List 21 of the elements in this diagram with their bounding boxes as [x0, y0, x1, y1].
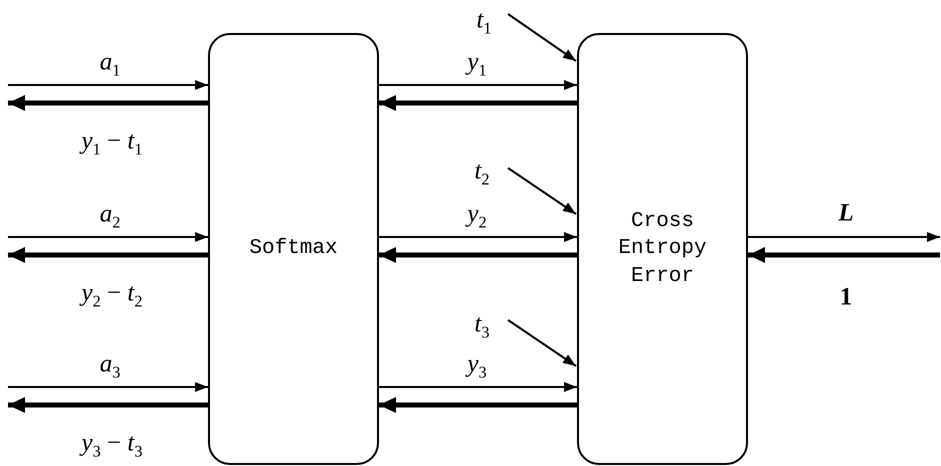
arrow: [507, 319, 577, 367]
arrow: [379, 247, 577, 263]
arrow: [379, 232, 577, 242]
process-box: [208, 33, 379, 465]
box-label: Cross Entropy Error: [617, 209, 708, 290]
box-label: Softmax: [248, 236, 339, 262]
arrow: [507, 13, 577, 62]
arrow: [379, 80, 577, 90]
arrow: [748, 232, 940, 242]
arrow: [379, 382, 577, 392]
arrow: [8, 397, 208, 413]
arrow: [379, 397, 577, 413]
arrow: [8, 232, 208, 242]
arrow: [748, 247, 940, 263]
process-box: [577, 33, 748, 465]
arrow: [8, 95, 208, 111]
arrow: [379, 95, 577, 111]
arrow: [8, 382, 208, 392]
arrow: [507, 167, 577, 215]
arrow: [8, 247, 208, 263]
arrow: [8, 80, 208, 90]
